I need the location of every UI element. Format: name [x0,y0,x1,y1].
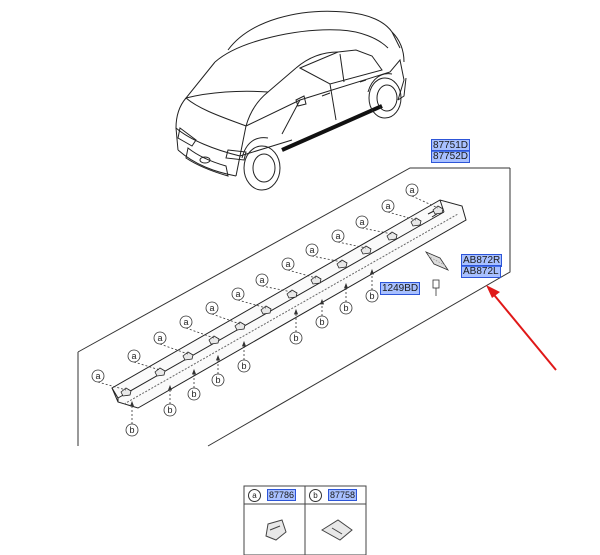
callout-letter: a [359,217,364,227]
moulding-clip [432,205,444,215]
part-label-screw[interactable]: 1249BD [380,282,421,295]
callout-leader-line [237,299,267,309]
callout-b: b [339,301,353,315]
callout-leader-line [133,361,161,371]
callout-letter: a [209,303,214,313]
callout-a: a [153,331,167,345]
callout-letter: a [95,371,100,381]
callout-letter: a [259,275,264,285]
callout-arrowhead [167,384,173,391]
callout-arrowhead [129,400,135,407]
callout-letter: b [215,375,220,385]
callout-b: b [365,289,379,303]
callout-letter: b [343,303,348,313]
part-label-garnish-l[interactable]: AB872L [461,265,501,278]
callout-b: b [289,331,303,345]
moulding-clip [154,367,166,377]
part-label-moulding-rh[interactable]: 87752D [431,150,471,163]
callout-letter: a [309,245,314,255]
moulding-clip [234,321,246,331]
arrow-icon [486,285,557,371]
callout-a: a [255,273,269,287]
legend-letter-a: a [248,489,261,502]
screw-icon [432,279,440,296]
callout-leader-line [287,269,317,279]
callout-letter: a [385,201,390,211]
callout-letter: a [131,351,136,361]
moulding-clip [208,335,220,345]
callout-arrowhead [191,368,197,375]
callout-b: b [125,423,139,437]
callout-a: a [231,287,245,301]
moulding-clip [120,387,132,397]
callout-arrowhead [215,354,221,361]
moulding-clip [286,289,298,299]
callout-leader-line [361,227,393,235]
callout-leader-line [97,381,127,391]
callout-letter: a [183,317,188,327]
callout-letter: b [167,405,172,415]
callout-letter: b [241,361,246,371]
moulding-clip [336,259,348,269]
callout-b: b [211,373,225,387]
callout-leader-line [387,211,417,221]
callout-leader-line [411,195,439,209]
callout-a: a [127,349,141,363]
callout-leader-line [261,285,293,293]
callout-letter: b [293,333,298,343]
callout-arrowhead [293,308,299,315]
side-sill-moulding-icon [111,199,467,409]
callout-letter: b [129,425,134,435]
legend-table [243,485,367,555]
callout-letter: b [319,317,324,327]
callout-a: a [331,229,345,243]
callout-letter: a [409,185,414,195]
part-label-moulding-lh[interactable]: 87751D [431,139,471,152]
moulding-clip [310,275,322,285]
callout-a: a [355,215,369,229]
callout-letter: a [335,231,340,241]
callout-b: b [187,387,201,401]
callout-a: a [179,315,193,329]
callout-letter: b [191,389,196,399]
callout-letter: a [235,289,240,299]
legend-letter-b: b [309,489,322,502]
callout-a: a [205,301,219,315]
callout-a: a [405,183,419,197]
callout-leaders: a a a a a a a a a a a a a b b b b b b b b b [91,183,439,437]
moulding-clip [386,231,398,241]
callout-b: b [163,403,177,417]
callout-letter: b [369,291,374,301]
callout-a: a [281,257,295,271]
assembly-frame [77,167,511,447]
moulding-clip [360,245,372,255]
moulding-clip [260,305,272,315]
callout-a: a [381,199,395,213]
callout-leader-line [211,313,241,325]
garnish-part-icon [424,251,450,271]
callout-b: b [315,315,329,329]
callout-letter: a [285,259,290,269]
car-icon [175,10,407,191]
callout-leader-line [185,327,215,339]
moulding-clip [182,351,194,361]
callout-b: b [237,359,251,373]
callout-leader-line [337,241,367,249]
callout-arrowhead [319,298,325,305]
callout-arrowhead [369,268,375,275]
callout-leader-line [311,255,343,263]
legend-part-number-b[interactable]: 87758 [328,489,358,501]
callout-a: a [91,369,105,383]
callout-a: a [305,243,319,257]
clip-icon [120,205,444,397]
callout-leader-line [159,343,189,355]
moulding-clip [410,217,422,227]
callout-arrowhead [241,340,247,347]
legend-part-number-a[interactable]: 87786 [267,489,297,501]
callout-letter: a [157,333,162,343]
callout-arrowhead [343,282,349,289]
